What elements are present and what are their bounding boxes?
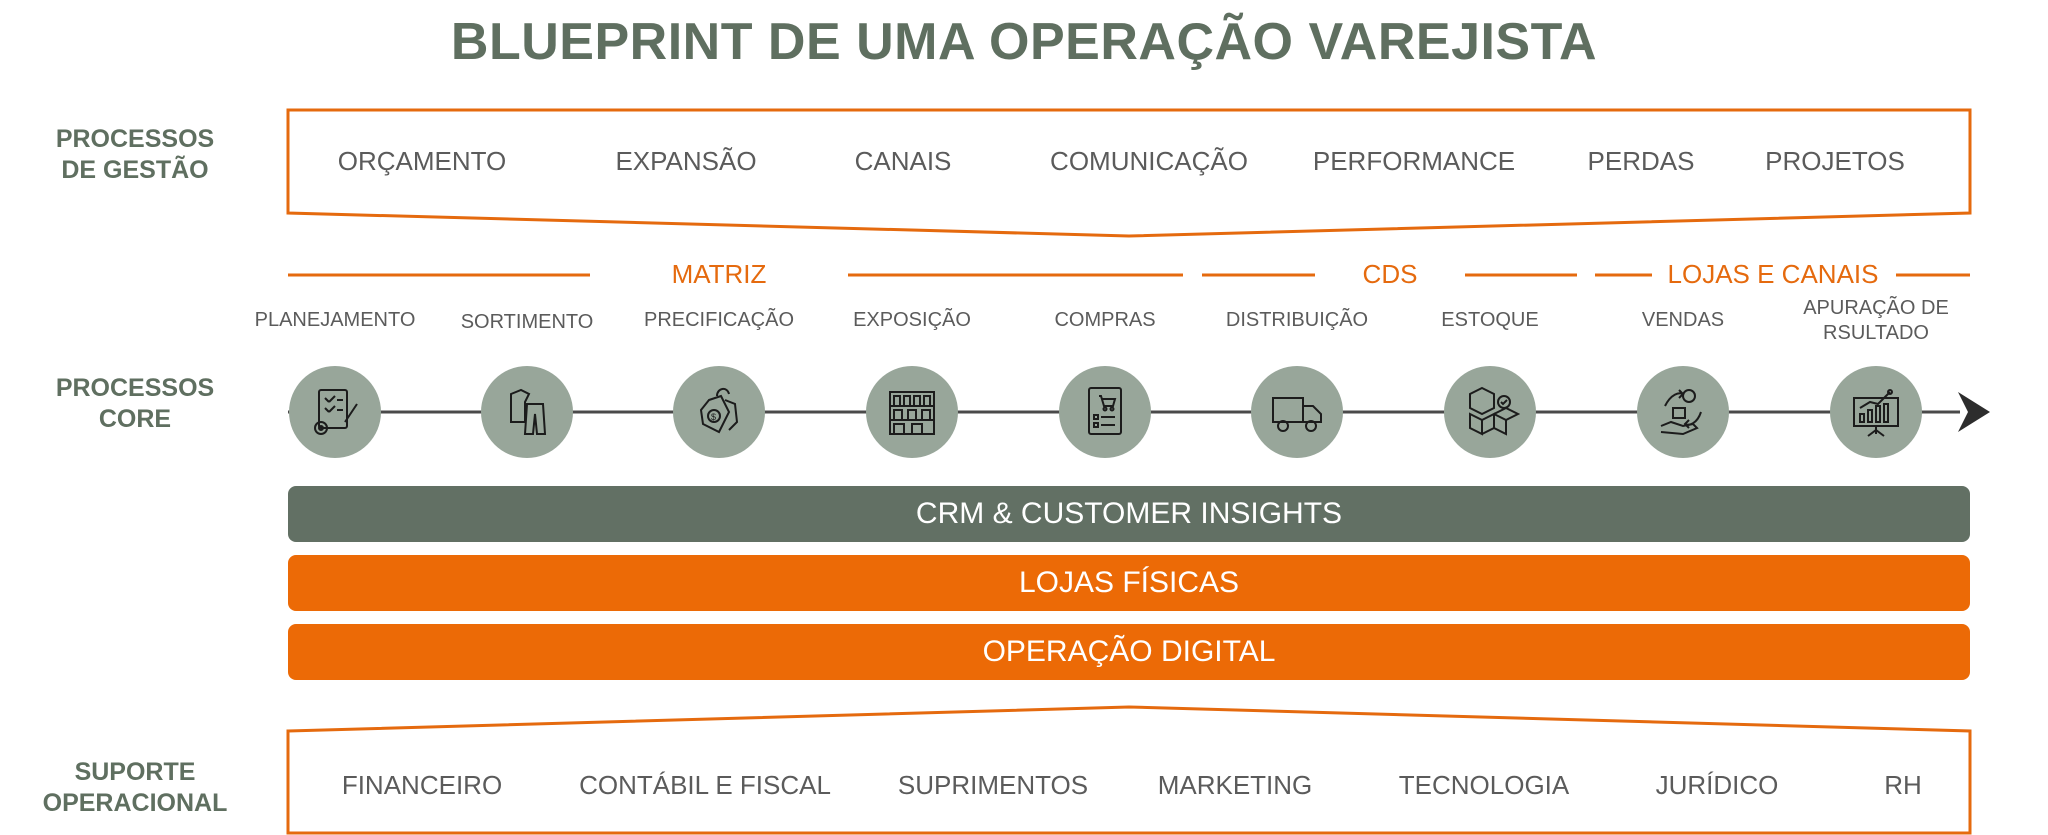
stacked-boxes-icon <box>1469 386 1520 436</box>
step-distribuicao <box>1251 366 1343 458</box>
suporte-item-marketing: MARKETING <box>1157 770 1313 800</box>
step-estoque <box>1444 366 1536 458</box>
planning-document-gear-icon <box>314 389 358 435</box>
step-precificacao: $ <box>673 366 765 458</box>
suporte-item-juridico: JURÍDICO <box>1655 770 1779 800</box>
gestao-item-canais: CANAIS <box>854 146 952 176</box>
step-label-planejamento: PLANEJAMENTO <box>254 309 416 331</box>
step-planejamento <box>289 366 381 458</box>
svg-text:$: $ <box>711 412 716 422</box>
suporte-item-contabil-fiscal: CONTÁBIL E FISCAL <box>579 770 831 800</box>
section-label-cds: CDS <box>1348 259 1432 290</box>
row-label-core-line2: CORE <box>98 405 172 433</box>
purchase-order-cart-icon <box>1088 387 1122 435</box>
store-shelf-icon <box>889 391 935 435</box>
row-label-gestao-line2: DE GESTÃO <box>61 156 209 184</box>
bar-crm-customer-insights: CRM & CUSTOMER INSIGHTS <box>288 486 1970 542</box>
step-label-precificacao: PRECIFICAÇÃO <box>643 309 795 331</box>
step-label-sortimento: SORTIMENTO <box>460 311 594 333</box>
row-label-gestao: PROCESSOS DE GESTÃO <box>30 124 240 186</box>
step-label-distribuicao: DISTRIBUIÇÃO <box>1225 309 1369 331</box>
suporte-frame <box>286 705 1972 835</box>
step-label-exposicao: EXPOSIÇÃO <box>853 309 971 331</box>
clothing-assortment-icon <box>510 388 547 435</box>
row-label-core-line1: PROCESSOS <box>55 374 215 402</box>
results-chart-presentation-icon <box>1853 389 1899 437</box>
gestao-item-expansao: EXPANSÃO <box>615 146 757 176</box>
bar-operacao-digital: OPERAÇÃO DIGITAL <box>288 624 1970 680</box>
page-title: BLUEPRINT DE UMA OPERAÇÃO VAREJISTA <box>450 13 1598 71</box>
suporte-item-tecnologia: TECNOLOGIA <box>1398 770 1570 800</box>
step-label-apuracao-de-resultado: APURAÇÃO DE RSULTADO <box>1803 297 1949 344</box>
step-apuracao-de-resultado <box>1830 366 1922 458</box>
step-exposicao <box>866 366 958 458</box>
gestao-item-performance: PERFORMANCE <box>1312 146 1516 176</box>
step-vendas <box>1637 366 1729 458</box>
step-label-vendas: VENDAS <box>1641 309 1725 331</box>
row-label-suporte-line2: OPERACIONAL <box>42 789 228 817</box>
suporte-item-rh: RH <box>1884 770 1922 800</box>
row-label-suporte-line1: SUPORTE <box>74 758 196 786</box>
suporte-item-financeiro: FINANCEIRO <box>341 770 503 800</box>
step-label-estoque: ESTOQUE <box>1441 309 1539 331</box>
step-sortimento <box>481 366 573 458</box>
gestao-item-perdas: PERDAS <box>1587 146 1695 176</box>
gestao-item-comunicacao: COMUNICAÇÃO <box>1050 146 1248 176</box>
gestao-frame <box>286 108 1972 238</box>
step-compras <box>1059 366 1151 458</box>
flow-arrow-icon <box>1958 392 1990 432</box>
section-label-lojas-e-canais: LOJAS E CANAIS <box>1653 259 1893 290</box>
price-tag-icon: $ <box>699 388 739 434</box>
delivery-truck-icon <box>1272 397 1322 432</box>
sales-exchange-icon <box>1660 389 1702 436</box>
row-label-suporte: SUPORTE OPERACIONAL <box>30 757 240 819</box>
step-label-compras: COMPRAS <box>1054 309 1156 331</box>
row-label-gestao-line1: PROCESSOS <box>55 125 215 153</box>
suporte-item-suprimentos: SUPRIMENTOS <box>897 770 1089 800</box>
section-label-matriz: MATRIZ <box>657 259 781 290</box>
gestao-item-orcamento: ORÇAMENTO <box>337 146 507 176</box>
bar-lojas-fisicas: LOJAS FÍSICAS <box>288 555 1970 611</box>
row-label-core: PROCESSOS CORE <box>30 373 240 435</box>
gestao-item-projetos: PROJETOS <box>1765 146 1905 176</box>
